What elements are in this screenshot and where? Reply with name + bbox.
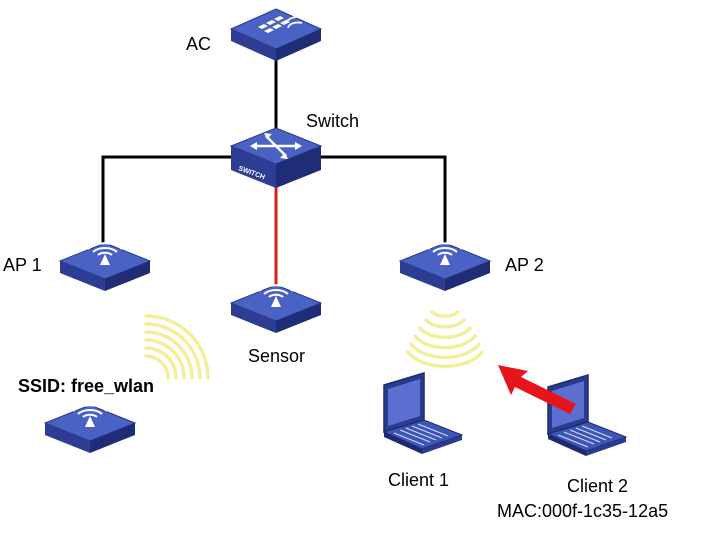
laptop-icon xyxy=(547,374,627,457)
wireless-ap-icon xyxy=(59,242,151,292)
ssid-label: SSID: free_wlan xyxy=(18,376,154,396)
wireless-ap-icon xyxy=(44,404,136,454)
link-switch-ap2 xyxy=(320,155,447,248)
wireless-ap-icon xyxy=(230,284,322,334)
ap2-signal-waves xyxy=(406,310,484,369)
rogue-signal-waves xyxy=(144,314,210,380)
ap2-label: AP 2 xyxy=(505,255,544,275)
mac-label: MAC:000f-1c35-12a5 xyxy=(497,501,668,521)
switch-label: Switch xyxy=(306,111,359,131)
access-controller-icon xyxy=(229,8,323,61)
sensor-label: Sensor xyxy=(248,346,305,366)
links xyxy=(101,52,447,290)
link-switch-ap1 xyxy=(101,155,232,248)
laptop-icon xyxy=(383,372,463,455)
client2-label: Client 2 xyxy=(567,476,628,496)
ac-label: AC xyxy=(186,34,211,54)
switch-icon: SWITCH xyxy=(229,127,323,188)
attack-arrow-icon xyxy=(498,365,576,414)
ap1-label: AP 1 xyxy=(3,255,42,275)
client1-label: Client 1 xyxy=(388,470,449,490)
wireless-ap-icon xyxy=(399,242,491,292)
